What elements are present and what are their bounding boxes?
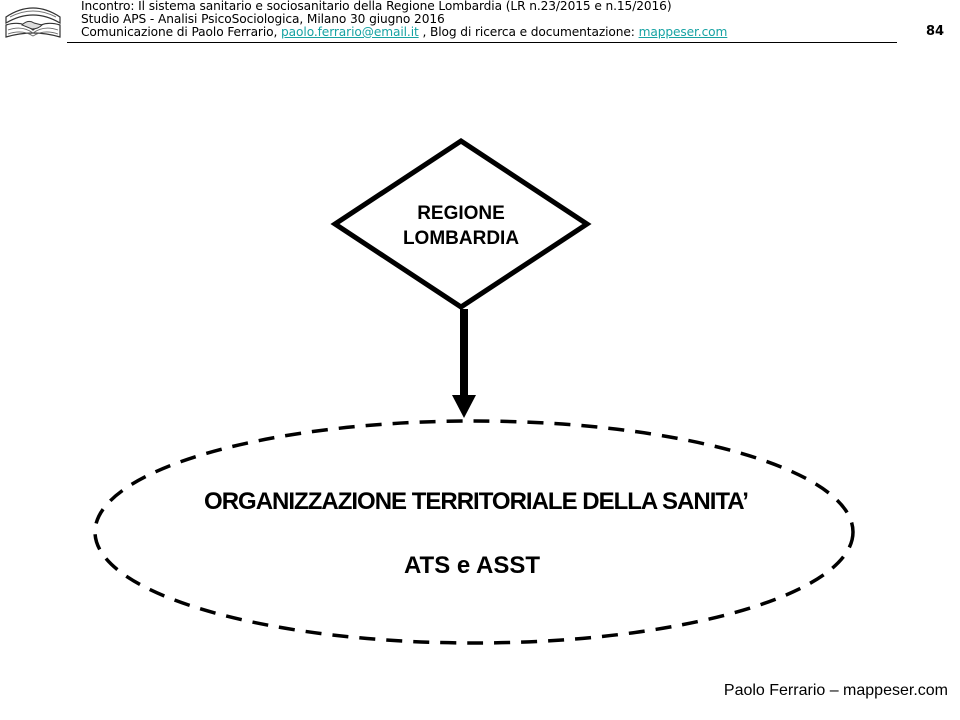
- page-number: 84: [926, 24, 945, 39]
- ellipse-title: ORGANIZZAZIONE TERRITORIALE DELLA SANITA…: [204, 488, 749, 515]
- diamond-label-line-2: LOMBARDIA: [402, 228, 520, 249]
- diamond-shape: [330, 138, 592, 310]
- header-line-3-middle: , Blog di ricerca e documentazione:: [418, 25, 639, 39]
- header-divider: [67, 42, 897, 43]
- diamond-label: REGIONE LOMBARDIA: [371, 201, 551, 251]
- footer-credit: Paolo Ferrario – mappeser.com: [723, 682, 948, 699]
- header-line-3: Comunicazione di Paolo Ferrario, paolo.f…: [81, 26, 727, 39]
- diamond-label-line-1: REGIONE: [417, 203, 505, 224]
- blog-link[interactable]: mappeser.com: [638, 25, 728, 39]
- dashed-ellipse: [93, 419, 855, 645]
- email-link[interactable]: paolo.ferrario@email.it: [281, 25, 419, 39]
- arrow-head: [452, 395, 476, 418]
- slide-header: Incontro: Il sistema sanitario e sociosa…: [81, 0, 727, 39]
- header-line-2: Studio APS - Analisi PsicoSociologica, M…: [81, 12, 445, 26]
- header-line-3-prefix: Comunicazione di Paolo Ferrario,: [81, 25, 282, 39]
- header-line-1: Incontro: Il sistema sanitario e sociosa…: [81, 0, 672, 13]
- logo-handshake-book-icon: [5, 7, 61, 38]
- ellipse-subtitle: ATS e ASST: [403, 552, 541, 579]
